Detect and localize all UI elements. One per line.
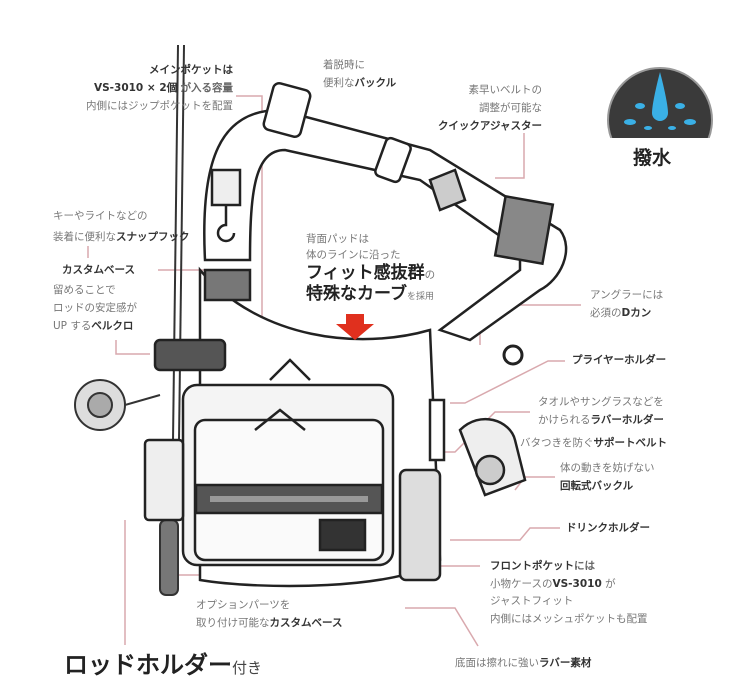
label-part: 底面は擦れに強い: [455, 657, 539, 669]
label-part: カスタムベース: [269, 617, 343, 629]
label-line: カスタムベース: [62, 264, 135, 276]
shoulder-strap: [203, 81, 568, 366]
label-back-pad: 背面パッドは 体のラインに沿った フィット感抜群の 特殊なカーブを採用: [306, 231, 435, 305]
label-line: 着脱時に: [323, 59, 365, 71]
label-part: ラバー素材: [539, 657, 592, 669]
title-main: ロッドホルダー: [64, 651, 232, 679]
rod: [74, 44, 185, 596]
label-d-ring: アングラーには 必須のDカン: [590, 286, 663, 322]
label-bottom-rubber: 底面は擦れに強いラバー素材: [455, 654, 591, 672]
label-quick-adjuster: 素早いベルトの 調整が可能な クイックアジャスター: [420, 81, 542, 135]
label-line: 体の動きを妨げない: [560, 462, 655, 474]
rod-holder-title: ロッドホルダー付き: [64, 645, 262, 680]
label-part: バックル: [354, 77, 397, 89]
water-repellent-label: 撥水: [633, 147, 672, 169]
label-line: キーやライトなどの: [53, 210, 148, 222]
label-part: には: [574, 560, 595, 572]
label-drink-holder: ドリンクホルダー: [566, 519, 650, 537]
label-rubber-holder: タオルやサングラスなどを かけられるラバーホルダー: [538, 393, 664, 429]
label-part: が入る容量: [180, 82, 234, 94]
label-part: の: [424, 269, 436, 281]
label-line: メインポケットは: [149, 64, 233, 76]
label-line: 素早いベルトの: [468, 84, 543, 96]
bag-body: [143, 266, 527, 588]
label-part: 装着に便利な: [53, 231, 116, 243]
label-line: 背面パッドは: [306, 233, 369, 245]
label-part: ラバーホルダー: [590, 414, 664, 426]
water-drop-icon: [652, 72, 668, 121]
label-snap-hook: キーやライトなどの 装着に便利なスナップフック: [53, 206, 190, 248]
label-part: を採用: [406, 292, 434, 302]
label-line: 留めることで: [53, 284, 116, 296]
label-part: かけられる: [538, 414, 591, 426]
label-option-base: オプションパーツを 取り付け可能なカスタムベース: [196, 596, 342, 632]
label-part: UP する: [53, 320, 92, 332]
label-part: スナップフック: [116, 231, 190, 243]
title-suffix: 付き: [232, 659, 263, 677]
label-part: 取り付け可能な: [196, 617, 270, 629]
label-part: 必須の: [590, 307, 622, 319]
label-line: ドリンクホルダー: [566, 522, 650, 534]
label-line: 調整が可能な: [479, 102, 542, 114]
label-line: ジャストフィット: [490, 595, 574, 607]
label-part: 特殊なカーブ: [306, 284, 407, 304]
label-part: バタつきを防ぐ: [520, 437, 594, 449]
label-line: クイックアジャスター: [437, 120, 542, 132]
label-part: Dカン: [621, 307, 652, 319]
label-part: が: [605, 577, 616, 590]
label-buckle: 着脱時に 便利なバックル: [323, 56, 396, 92]
label-part: フロントポケット: [490, 560, 574, 572]
water-repellent-badge: [605, 67, 715, 193]
label-part: ベルクロ: [91, 320, 134, 332]
label-custom-base-top: カスタムベース: [62, 261, 135, 279]
label-line: 内側にはジップポケットを配置: [86, 100, 233, 112]
label-part: 小物ケースの: [490, 577, 553, 590]
label-line: 回転式バックル: [560, 480, 634, 492]
label-part: フィット感抜群: [306, 263, 425, 283]
label-velcro: 留めることで ロッドの安定感が UP するベルクロ: [53, 281, 137, 335]
label-plier-holder: プライヤーホルダー: [572, 351, 666, 369]
label-front-pocket: フロントポケットには 小物ケースのVS-3010 が ジャストフィット 内側には…: [490, 558, 648, 628]
label-line: アングラーには: [590, 289, 664, 301]
label-line: 内側にはメッシュポケットも配置: [490, 612, 648, 625]
label-rotary-buckle: 体の動きを妨げない 回転式バックル: [560, 459, 655, 495]
label-main-pocket: メインポケットは VS-3010 × 2個 が入る容量 内側にはジップポケットを…: [40, 61, 233, 115]
label-part: 便利な: [323, 77, 355, 89]
down-arrow-icon: [336, 314, 374, 340]
label-part: VS-3010 × 2個: [93, 82, 178, 94]
label-line: タオルやサングラスなどを: [538, 396, 664, 408]
label-part: VS-3010: [552, 577, 602, 590]
label-line: 体のラインに沿った: [306, 249, 401, 261]
label-support-belt: バタつきを防ぐサポートベルト: [520, 434, 667, 452]
label-line: ロッドの安定感が: [53, 302, 137, 314]
label-part: サポートベルト: [593, 437, 668, 449]
label-line: オプションパーツを: [196, 599, 291, 611]
label-line: プライヤーホルダー: [572, 354, 667, 366]
